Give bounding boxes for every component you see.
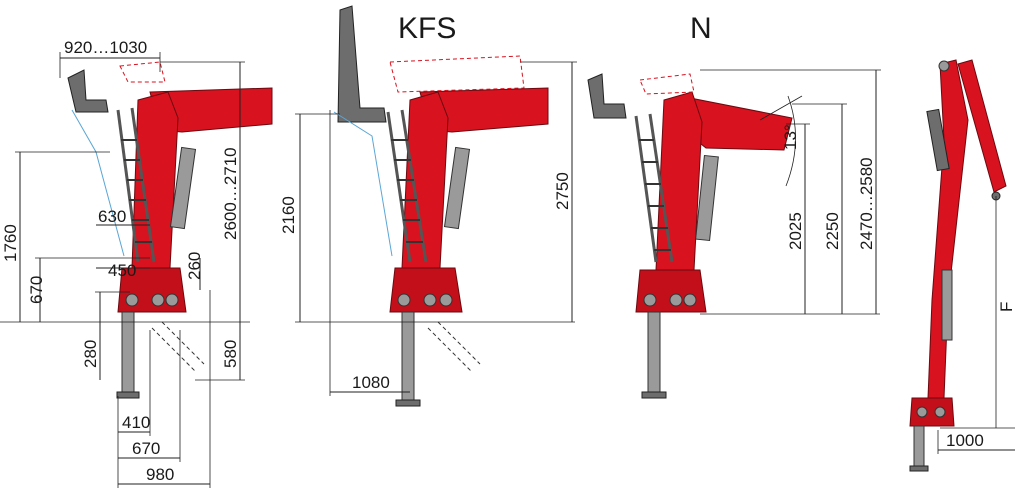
dim-450: 450: [108, 261, 136, 280]
figure-extended: F 1000: [909, 59, 1015, 472]
dim-980: 980: [146, 465, 174, 484]
pivot-icon: [938, 60, 950, 72]
figure-kfs: KFS 2160 2750 108: [279, 5, 577, 407]
operator-seat: [67, 69, 109, 113]
base-bolt-icon: [669, 293, 683, 307]
figure-standard-seat: 920…1030 1760 630 450 260 670 2600…2710 …: [0, 38, 273, 488]
dim-1000: 1000: [946, 431, 984, 450]
crane-column: [131, 91, 179, 269]
hydraulic-cylinder: [169, 146, 197, 230]
dim-280: 280: [81, 340, 100, 368]
base-bolt-icon: [439, 293, 453, 307]
base-bolt-icon: [151, 293, 165, 307]
heading-kfs: KFS: [398, 12, 456, 45]
dim-260: 260: [185, 252, 204, 280]
base-bolt-icon: [643, 293, 657, 307]
kfs-tall-seat: [337, 5, 387, 123]
dim-2750: 2750: [553, 172, 572, 210]
dim-1080: 1080: [352, 373, 390, 392]
figure-n: N 13° 2025 2250 2470…2580: [587, 12, 881, 399]
base-bolt-icon: [423, 293, 437, 307]
dim-f: F: [997, 302, 1015, 312]
dim-410: 410: [122, 413, 150, 432]
dim-630: 630: [98, 207, 126, 226]
base-bolt-icon: [683, 293, 697, 307]
support-leg: [121, 311, 135, 393]
dim-580: 580: [221, 340, 240, 368]
dim-2250: 2250: [823, 212, 842, 250]
base-bolt-icon: [165, 293, 179, 307]
dim-670-left: 670: [27, 276, 46, 304]
dim-920-1030: 920…1030: [64, 38, 147, 57]
dim-2600-2710: 2600…2710: [221, 147, 240, 240]
heading-n: N: [690, 12, 712, 45]
dim-670-bottom: 670: [132, 439, 160, 458]
dim-13deg: 13°: [781, 124, 800, 150]
dim-2160: 2160: [279, 196, 298, 234]
base-bolt-icon: [397, 293, 411, 307]
dim-2025: 2025: [786, 212, 805, 250]
base-bolt-icon: [125, 293, 139, 307]
dim-1760: 1760: [1, 224, 20, 262]
dim-2470-2580: 2470…2580: [857, 157, 876, 250]
